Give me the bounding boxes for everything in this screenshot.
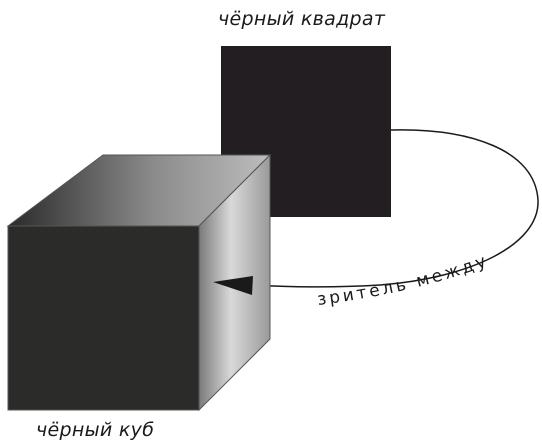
square-caption: чёрный квадрат — [218, 8, 386, 30]
cube-caption: чёрный куб — [36, 419, 155, 441]
arrow-head — [213, 276, 253, 295]
path-label: зритель между — [316, 251, 492, 310]
cube-front-face — [7, 225, 200, 411]
path-label-text: зритель между — [316, 251, 489, 310]
viewer-path-line — [249, 129, 539, 288]
